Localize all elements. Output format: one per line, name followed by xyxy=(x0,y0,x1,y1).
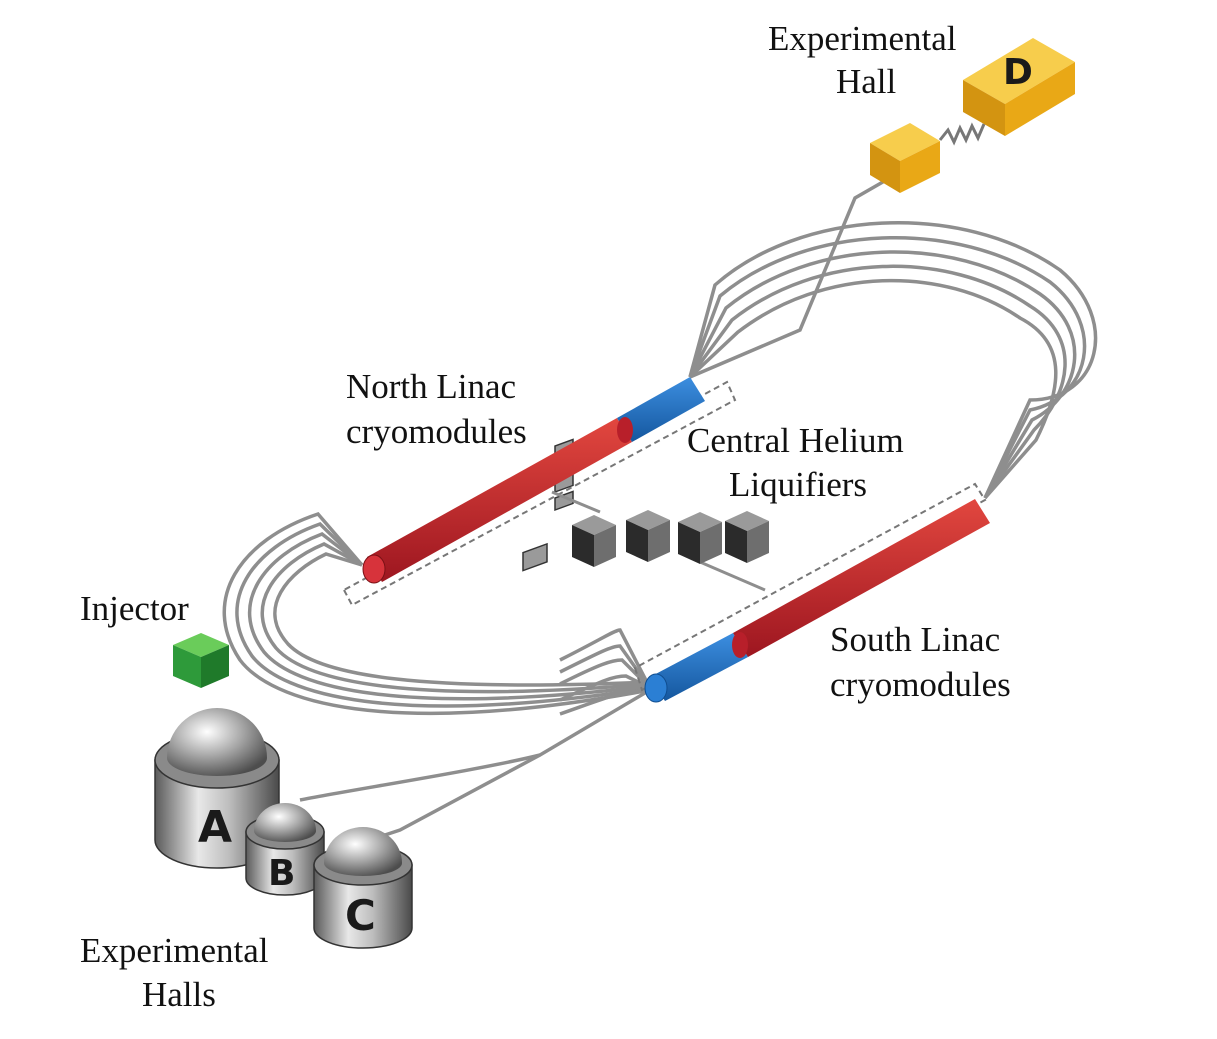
label-injector: Injector xyxy=(80,589,189,628)
hall-b: B xyxy=(245,803,325,896)
south-linac-blue-section xyxy=(650,633,748,701)
liquifier-cube xyxy=(626,510,670,562)
svg-text:Halls: Halls xyxy=(142,975,216,1014)
north-linac-end-cap xyxy=(362,554,386,584)
liquifier-cube xyxy=(678,512,722,564)
north-tunnel-outline xyxy=(342,380,737,607)
svg-text:cryomodules: cryomodules xyxy=(346,412,527,451)
liquifier-lines xyxy=(551,490,766,592)
svg-text:Central Helium: Central Helium xyxy=(687,421,904,460)
svg-text:South Linac: South Linac xyxy=(830,620,1000,659)
svg-text:Hall: Hall xyxy=(836,62,897,101)
central-helium-liquifiers xyxy=(572,510,769,567)
hall-d-small-block xyxy=(870,123,940,193)
hall-c-letter: C xyxy=(345,891,376,940)
hall-d-connector-spring xyxy=(938,122,986,146)
svg-text:North Linac: North Linac xyxy=(346,367,516,406)
liquifier-cube xyxy=(572,515,616,567)
hall-d-large-block: D xyxy=(963,38,1075,136)
liquifier-cube xyxy=(725,511,769,563)
label-central-helium-liquifiers: Central Helium Liquifiers xyxy=(687,421,904,504)
label-experimental-hall-d: Experimental Hall xyxy=(768,19,957,101)
injector-cube xyxy=(173,633,229,688)
east-arc-bundle xyxy=(688,220,1098,500)
south-linac-joint xyxy=(732,632,748,658)
svg-text:Injector: Injector xyxy=(80,589,189,628)
west-arc-bundle xyxy=(222,511,651,716)
label-south-linac: South Linac cryomodules xyxy=(830,620,1011,704)
magnet-box xyxy=(522,542,548,572)
hall-d-transfer-line xyxy=(689,173,896,379)
hall-a-letter: A xyxy=(198,802,232,853)
tunnel-outlines xyxy=(342,380,987,692)
hall-d-letter: D xyxy=(1003,52,1033,93)
south-linac xyxy=(644,499,990,703)
hall-c: C xyxy=(313,827,413,949)
south-west-returns xyxy=(559,628,652,716)
hall-b-letter: B xyxy=(268,853,295,894)
south-linac-end-cap xyxy=(644,673,668,703)
label-north-linac: North Linac cryomodules xyxy=(346,367,527,451)
svg-text:Liquifiers: Liquifiers xyxy=(729,465,867,504)
svg-text:Experimental: Experimental xyxy=(768,19,957,58)
north-linac-red-section xyxy=(367,418,632,582)
magnet-box xyxy=(554,490,574,512)
north-linac xyxy=(362,377,705,584)
abc-transport-line-2 xyxy=(299,753,541,802)
svg-text:Experimental: Experimental xyxy=(80,931,269,970)
hall-d: D xyxy=(870,38,1075,193)
north-linac-blue-section xyxy=(617,377,705,442)
south-tunnel-outline xyxy=(633,482,987,692)
recirculation-arcs xyxy=(222,173,1098,842)
north-linac-joint xyxy=(617,417,633,443)
label-experimental-halls: Experimental Halls xyxy=(80,931,269,1014)
south-linac-red-section xyxy=(733,499,990,657)
svg-text:cryomodules: cryomodules xyxy=(830,665,1011,704)
